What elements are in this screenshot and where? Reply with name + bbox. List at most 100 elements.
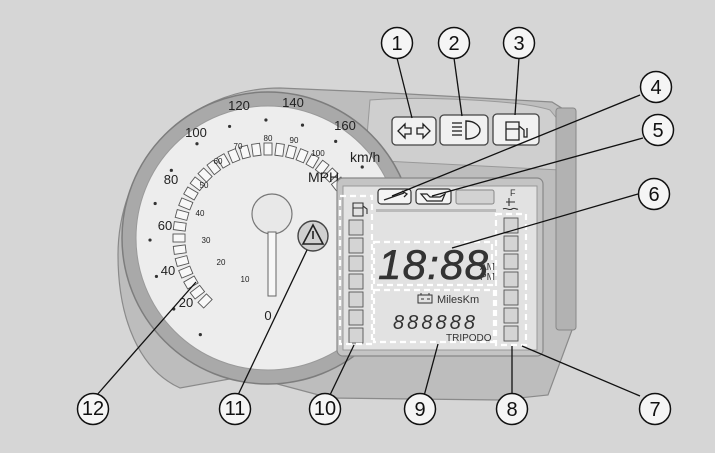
speed-scale-dot [300,123,305,127]
mph-scale-label: 20 [217,258,226,267]
oil-pressure-light [415,188,452,205]
speed-scale-dot [198,333,202,337]
mph-scale-label: 30 [202,236,211,245]
service-wrench-light [377,188,412,205]
mph-scale-label: 90 [290,136,299,145]
oil-pressure-icon [419,192,447,202]
mph-scale-label: 60 [214,157,223,166]
lcd-bar-segment [503,307,519,324]
kmh-scale-label: 20 [179,295,193,310]
lcd-display: F 18:88 AM PM MilesKm 888888 TRIPODO [336,177,544,357]
low-fuel-icon [505,121,528,141]
speed-scale-dot [169,168,173,172]
callout-label: 4 [650,77,661,99]
lcd-bar-segment [503,289,519,306]
turn-signal-icon [397,122,431,140]
speed-bar-segment [197,167,213,183]
warning-triangle-icon [301,223,325,245]
callout-label: 6 [648,184,659,206]
mph-unit: MPH [308,169,339,185]
lcd-bar-segment [348,309,364,326]
speed-bar-segment [314,159,330,176]
callout-label: 5 [652,120,663,142]
callout-label: 3 [513,33,524,55]
frame-fuel-gauge [338,194,374,346]
speed-scale-dot [195,142,199,146]
lcd-bar-segment [348,237,364,254]
callout-3: 3 [502,26,536,60]
callout-11: 11 [218,392,252,426]
callout-8: 8 [495,392,529,426]
speed-bar-segment [274,142,285,157]
indicator-low-fuel [492,113,540,146]
callout-label: 9 [414,399,425,421]
speed-scale-dot [227,124,232,129]
callout-label: 8 [506,399,517,421]
speed-bar-segment [206,159,222,176]
speed-bar-segment [183,186,199,201]
lcd-bar-segment [348,219,364,236]
kmh-unit: km/h [350,149,380,165]
lcd-bar-segment [348,273,364,290]
mph-scale-label: 100 [311,149,325,158]
lcd-bar-segment [503,235,519,252]
lcd-bar-segment [348,327,364,344]
callout-leaders [95,57,644,397]
speed-needle [267,231,277,297]
fuel-level-gauge [348,219,364,344]
kmh-scale-label: 40 [161,263,175,278]
mph-scale-label: 80 [264,134,273,143]
needle-hub [251,193,293,235]
lcd-bar-segment [503,253,519,270]
callout-7: 7 [638,392,672,426]
mph-scale-label: 70 [234,142,243,151]
coolant-temperature-icon [502,198,519,211]
callout-12: 12 [76,392,110,426]
speed-bar-segment [227,148,241,164]
callout-label: 1 [391,33,402,55]
lcd-bar-segment [503,271,519,288]
lcd-clock: 18:88 [378,241,489,288]
blank-indicator [455,189,495,205]
speed-bar-segment [172,233,186,243]
speed-bar-segment [295,148,309,164]
callout-label: 11 [225,398,246,420]
speed-bar-segment [189,284,206,300]
speed-bar-segment [178,265,194,279]
lcd-bar-segment [348,255,364,272]
kmh-scale-label: 80 [164,172,178,187]
general-warning-light [297,220,329,252]
indicator-turn-signal [391,116,437,146]
lcd-units: MilesKm [437,294,479,306]
frame-odometer [372,288,496,344]
callout-label: 12 [82,398,104,420]
callout-10: 10 [308,392,342,426]
speed-bar-segment [172,244,187,255]
callout-9: 9 [403,392,437,426]
speed-bar-segment [189,176,206,192]
speed-bar-segment [323,167,339,183]
speed-scale-dot [154,274,159,279]
callout-5: 5 [641,113,675,147]
kmh-scale-label: 160 [334,118,356,133]
speed-bar-segment [178,197,194,211]
mph-scale-label: 50 [200,181,209,190]
lcd-bar-segment [503,325,519,342]
frame-temp-gauge [494,212,528,347]
callout-2: 2 [437,26,471,60]
speed-bar-segment [305,153,320,169]
speed-bar-segment [238,144,251,160]
kmh-scale-label: 100 [185,125,207,140]
lcd-am: AM [480,262,495,273]
frame-clock [372,240,494,287]
mph-scale-label: 0 [264,308,271,323]
kmh-scale-label: 140 [282,95,304,110]
lcd-pm: PM [480,272,495,283]
speed-scale-dot [148,238,152,242]
wrench-service-icon [383,190,409,201]
coolant-temperature-gauge [503,217,519,342]
speed-scale-dot [264,118,268,122]
lcd-trip-odo: TRIPODO [446,333,492,344]
high-beam-icon [465,120,481,140]
